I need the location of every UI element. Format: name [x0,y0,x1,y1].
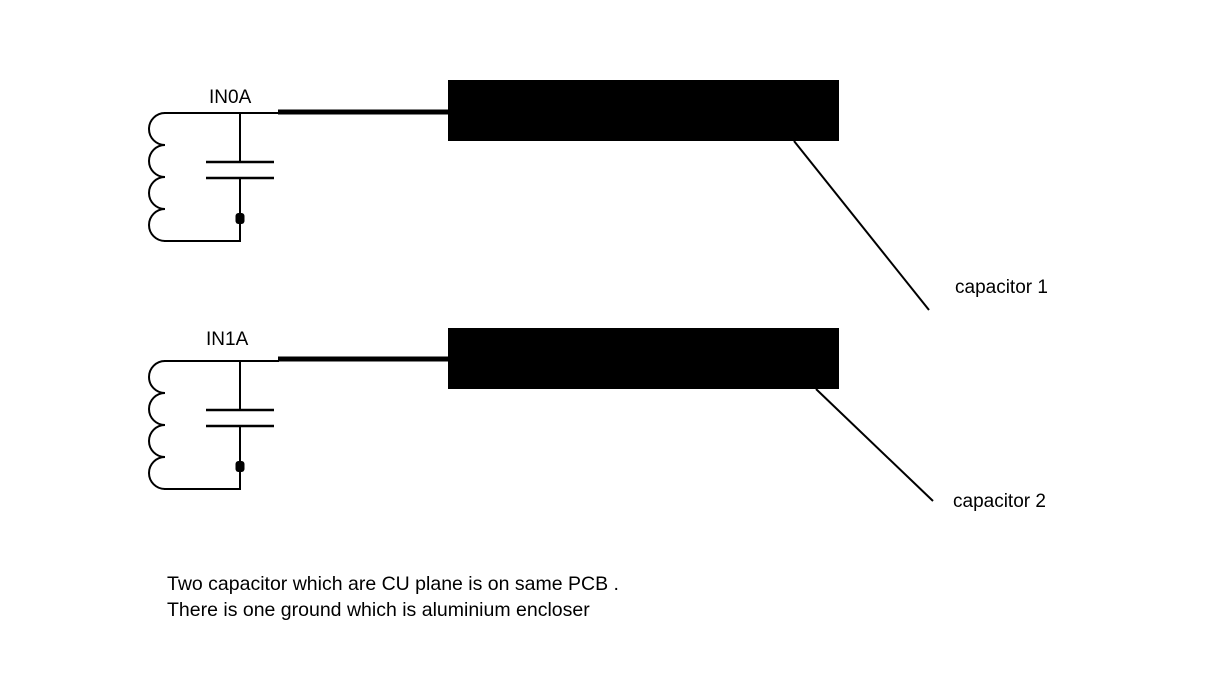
inductor-coil-2 [148,359,167,491]
leader-line-1 [793,140,930,311]
capacitor-label-2: capacitor 2 [953,491,1046,512]
input-label-in1a: IN1A [206,329,249,350]
junction-dot-2 [235,461,245,472]
note-line-1: Two capacitor which are CU plane is on s… [167,573,619,595]
capacitor-plane-1 [448,80,839,141]
circuit-in0a: IN0A capacitor 1 [148,80,1048,311]
note-line-2: There is one ground which is aluminium e… [167,599,590,621]
input-label-in0a: IN0A [209,87,252,108]
circuit-in1a: IN1A capacitor 2 [148,328,1046,512]
junction-dot-1 [235,213,245,224]
leader-line-2 [815,388,934,502]
capacitor-plane-2 [448,328,839,389]
capacitor-label-1: capacitor 1 [955,277,1048,298]
inductor-coil-1 [148,111,167,243]
